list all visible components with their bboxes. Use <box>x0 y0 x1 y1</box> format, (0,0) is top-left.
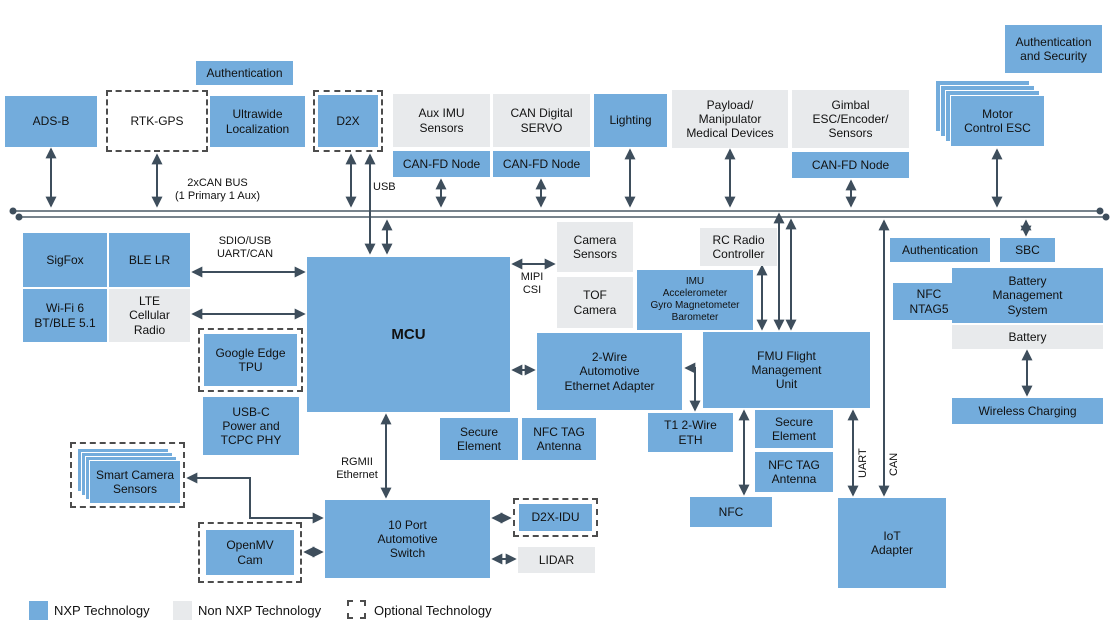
node-ultrawide-localization: Ultrawide Localization <box>210 96 305 147</box>
node-t1-2wire-eth: T1 2-Wire ETH <box>648 413 733 452</box>
optional-border-d2x: D2X <box>313 90 383 152</box>
node-canfd-node-servo: CAN-FD Node <box>493 151 590 177</box>
label-uart: UART <box>857 448 869 478</box>
node-payload-manipulator: Payload/ Manipulator Medical Devices <box>672 90 788 148</box>
node-battery: Battery <box>952 325 1103 349</box>
node-fmu: FMU Flight Management Unit <box>703 332 870 408</box>
legend-label-optional: Optional Technology <box>374 603 492 618</box>
node-authentication-top: Authentication <box>196 61 293 85</box>
node-authentication-and-security: Authentication and Security <box>1005 25 1102 73</box>
node-lighting: Lighting <box>594 94 667 147</box>
label-can: CAN <box>888 452 900 476</box>
node-can-digital-servo: CAN Digital SERVO <box>493 94 590 147</box>
label-mipi-csi: MIPI CSI <box>520 271 544 297</box>
node-imu-sensors: IMU Accelerometer Gyro Magnetometer Baro… <box>637 270 753 330</box>
node-canfd-node-gimbal: CAN-FD Node <box>792 152 909 178</box>
node-lidar: LIDAR <box>518 547 595 573</box>
node-d2x-idu: D2X-IDU <box>519 504 592 531</box>
legend-swatch-nxp <box>29 601 48 620</box>
node-sbc: SBC <box>1000 238 1055 262</box>
node-nfc: NFC <box>690 497 772 527</box>
node-secure-element-right: Secure Element <box>755 410 833 448</box>
node-sigfox: SigFox <box>23 233 107 287</box>
node-rc-radio-controller: RC Radio Controller <box>700 228 777 266</box>
node-battery-management-system: Battery Management System <box>952 268 1103 323</box>
node-nfc-tag-antenna-left: NFC TAG Antenna <box>522 418 596 460</box>
node-d2x: D2X <box>318 95 378 147</box>
node-openmv-cam: OpenMV Cam <box>206 530 294 575</box>
node-nfc-tag-antenna-right: NFC TAG Antenna <box>755 452 833 492</box>
optional-border-d2x-idu: D2X-IDU <box>513 498 598 537</box>
label-sdio-usb-uart-can: SDIO/USB UART/CAN <box>216 235 274 261</box>
optional-border-openmv: OpenMV Cam <box>198 522 302 583</box>
node-tof-camera: TOF Camera <box>557 277 633 328</box>
node-ads-b: ADS-B <box>5 96 97 147</box>
node-google-edge-tpu: Google Edge TPU <box>204 334 297 386</box>
legend-label-nxp: NXP Technology <box>54 603 150 618</box>
node-usbc-power-tcpc: USB-C Power and TCPC PHY <box>203 397 299 455</box>
node-lte-cellular-radio: LTE Cellular Radio <box>109 289 190 342</box>
legend-swatch-optional <box>347 600 366 619</box>
node-smart-camera-sensors: Smart Camera Sensors <box>89 460 181 504</box>
arrow-connectors <box>45 147 1033 565</box>
node-2wire-ethernet-adapter: 2-Wire Automotive Ethernet Adapter <box>537 333 682 410</box>
optional-border-smart-camera: Smart Camera Sensors <box>70 442 185 508</box>
label-rgmii-ethernet: RGMII Ethernet <box>336 456 378 482</box>
node-10-port-automotive-switch: 10 Port Automotive Switch <box>325 500 490 578</box>
node-gimbal-esc: Gimbal ESC/Encoder/ Sensors <box>792 90 909 148</box>
legend-swatch-non-nxp <box>173 601 192 620</box>
node-rtk-gps: RTK-GPS <box>106 90 208 152</box>
node-secure-element-left: Secure Element <box>440 418 518 460</box>
node-iot-adapter: IoT Adapter <box>838 498 946 588</box>
node-authentication-right: Authentication <box>890 238 990 262</box>
legend-label-non-nxp: Non NXP Technology <box>198 603 322 618</box>
node-aux-imu-sensors: Aux IMU Sensors <box>393 94 490 147</box>
node-wifi6-bt-ble: Wi-Fi 6 BT/BLE 5.1 <box>23 289 107 342</box>
node-canfd-node-aux: CAN-FD Node <box>393 151 490 177</box>
optional-border-google-tpu: Google Edge TPU <box>198 328 303 392</box>
label-usb: USB <box>373 181 396 193</box>
node-motor-control-esc-label: Motor Control ESC <box>950 95 1045 147</box>
node-wireless-charging: Wireless Charging <box>952 398 1103 424</box>
bus-end-dots <box>9 207 1110 221</box>
can-bus-lines <box>13 210 1106 218</box>
label-can-bus: 2xCAN BUS (1 Primary 1 Aux) <box>175 177 260 203</box>
node-motor-control-esc: Motor Control ESC <box>935 80 1045 147</box>
node-camera-sensors: Camera Sensors <box>557 222 633 272</box>
node-ble-lr: BLE LR <box>109 233 190 287</box>
node-mcu: MCU <box>307 257 510 412</box>
